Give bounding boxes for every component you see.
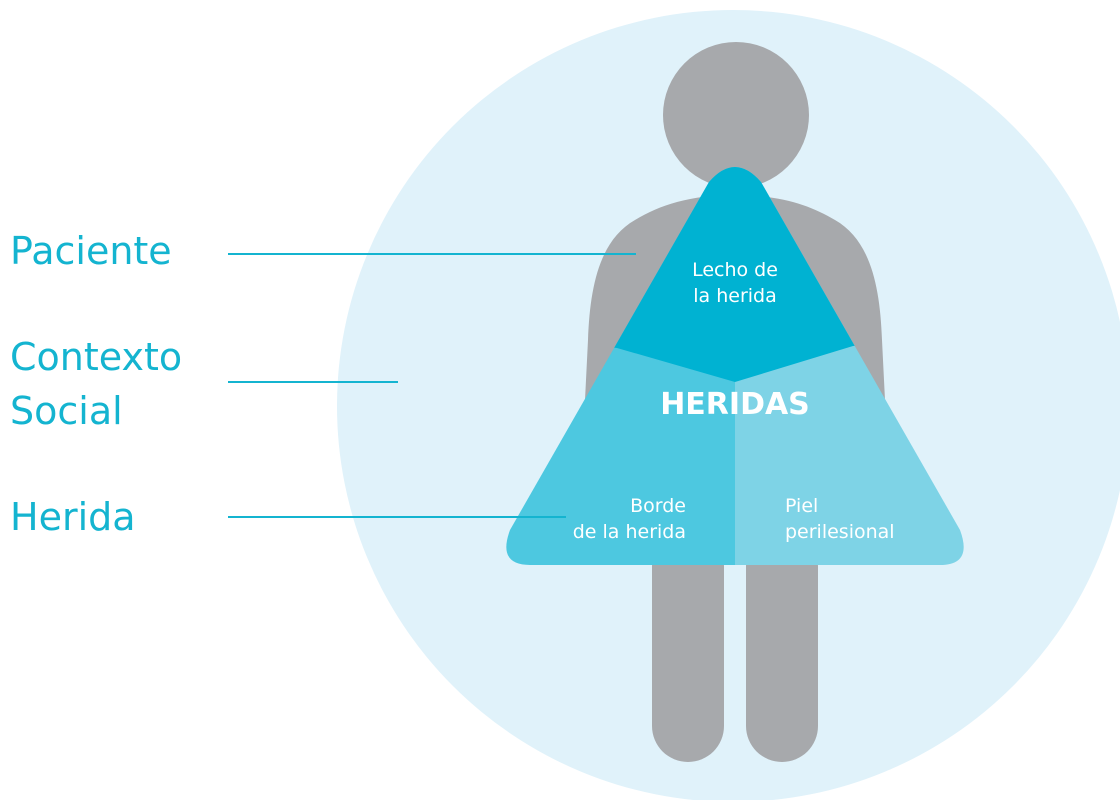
perilesional-skin-label-line1: Piel [785,495,818,517]
social-context-label-line1: Contexto [10,335,183,379]
wound-bed-label-line2: la herida [693,285,777,307]
patient-left-leg [652,530,724,762]
patient-label: Paciente [10,229,172,273]
wound-edge-label-line1: Borde [630,495,686,517]
social-context-label-line2: Social [10,389,123,433]
social-context-label: Contexto Social [10,330,182,438]
perilesional-skin-label-line2: perilesional [785,521,895,543]
patient-head [663,42,809,188]
wound-edge-label-line2: de la herida [573,521,686,543]
center-title: HERIDAS [660,387,810,422]
wound-label: Herida [10,495,136,539]
patient-right-leg [746,530,818,762]
wound-bed-label-line1: Lecho de [692,259,778,281]
